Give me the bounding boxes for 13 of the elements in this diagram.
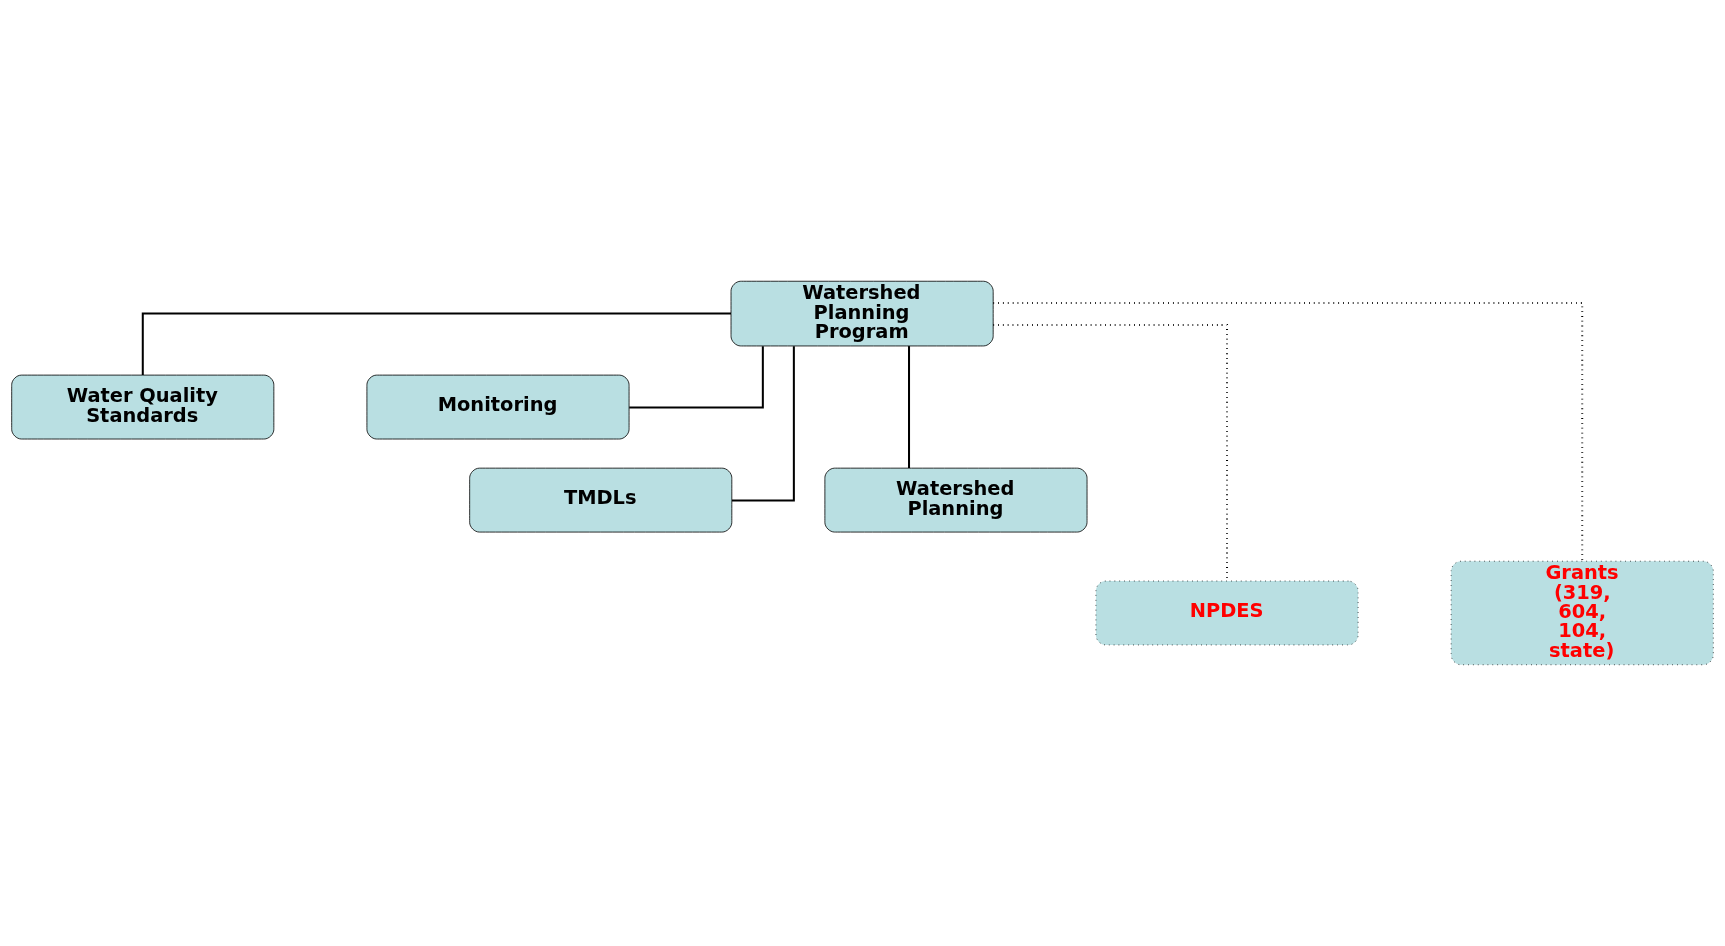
connector [993,323,1228,581]
connector [908,346,911,468]
node-box: Monitoring [366,374,630,440]
node-box: TMDLs [469,467,733,533]
node-box: Water Quality Standards [11,374,275,440]
node-box: Watershed Planning [824,467,1088,533]
connector [629,346,764,409]
connector [731,346,795,502]
node-box: Watershed Planning Program [730,280,994,347]
connector [141,312,731,375]
node-box: NPDES [1095,580,1359,646]
connector [993,302,1584,562]
node-box: Grants (319, 604, 104, state) [1450,560,1714,666]
